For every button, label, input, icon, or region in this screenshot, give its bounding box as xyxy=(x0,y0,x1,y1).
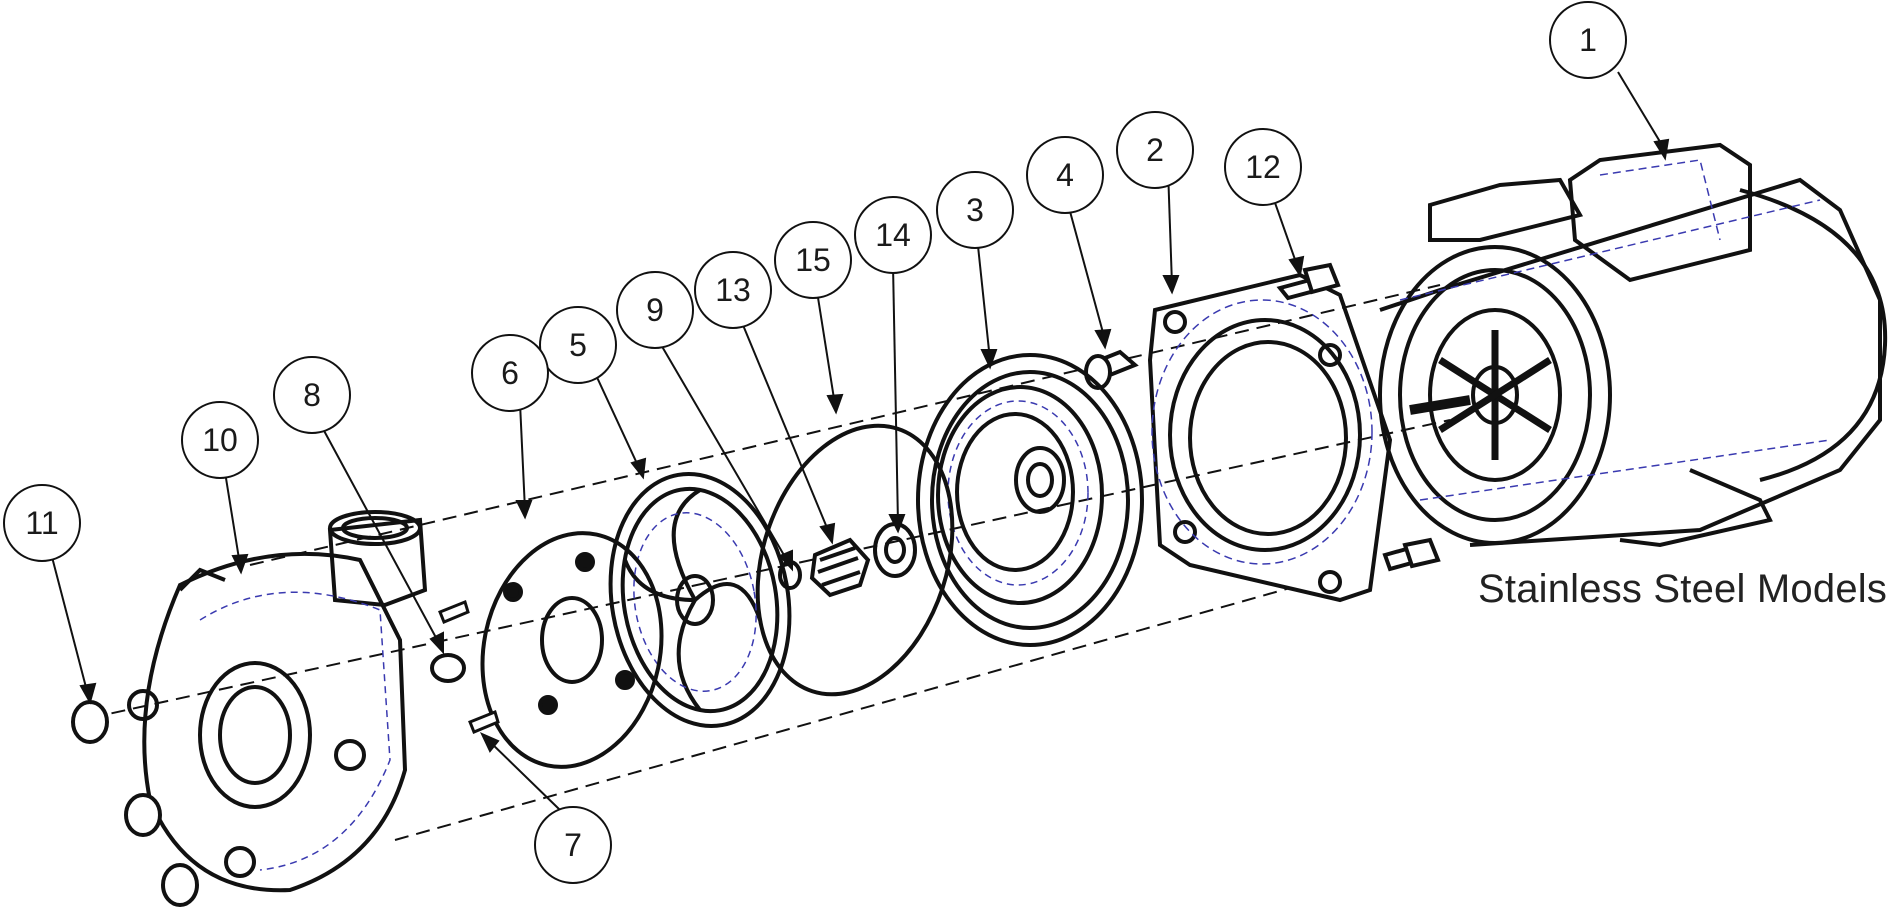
casing-nut-part xyxy=(71,700,199,907)
balloon-12: 12 xyxy=(1224,128,1302,206)
balloon-10: 10 xyxy=(181,401,259,479)
balloon-1: 1 xyxy=(1549,1,1627,79)
balloon-13: 13 xyxy=(694,251,772,329)
shaft-seal-part xyxy=(809,537,871,598)
motor-bolt-part xyxy=(1276,262,1441,572)
leader-arrows xyxy=(51,71,1670,811)
pump-casing-part xyxy=(127,510,428,893)
balloon-4: 4 xyxy=(1026,136,1104,214)
wear-plate-part xyxy=(480,531,664,769)
impeller-part xyxy=(608,471,792,729)
drain-plug-part xyxy=(430,653,466,683)
balloon-2-label: 2 xyxy=(1146,132,1164,168)
balloon-14: 14 xyxy=(854,196,932,274)
balloon-11: 11 xyxy=(3,484,81,562)
balloon-7-label: 7 xyxy=(564,827,582,863)
balloon-9-label: 9 xyxy=(646,292,664,328)
balloon-11-label: 11 xyxy=(25,505,58,541)
balloon-12-label: 12 xyxy=(1245,149,1281,185)
seal-seat-part xyxy=(873,522,917,578)
balloon-15-label: 15 xyxy=(795,242,831,278)
balloon-3: 3 xyxy=(936,171,1014,249)
balloon-15: 15 xyxy=(774,221,852,299)
balloon-14-label: 14 xyxy=(875,217,911,253)
motor-part xyxy=(1378,142,1888,548)
balloon-6-label: 6 xyxy=(501,355,519,391)
balloon-5-label: 5 xyxy=(569,327,587,363)
part-balloons: 1 2 3 4 5 6 7 8 9 10 11 12 13 14 15 xyxy=(3,1,1627,884)
bracket-part xyxy=(1147,272,1393,603)
balloon-10-label: 10 xyxy=(202,422,238,458)
balloon-4-label: 4 xyxy=(1056,157,1074,193)
balloon-5: 5 xyxy=(539,306,617,384)
balloon-13-label: 13 xyxy=(715,272,751,308)
wear-plate-screw-part xyxy=(438,599,500,734)
balloon-6: 6 xyxy=(471,334,549,412)
balloon-2: 2 xyxy=(1116,111,1194,189)
balloon-7: 7 xyxy=(534,806,612,884)
balloon-8: 8 xyxy=(273,356,351,434)
assembly-centerlines xyxy=(89,284,1451,841)
balloon-9: 9 xyxy=(616,271,694,349)
balloon-8-label: 8 xyxy=(303,377,321,413)
balloon-3-label: 3 xyxy=(966,192,984,228)
balloon-1-label: 1 xyxy=(1579,22,1597,58)
diagram-caption: Stainless Steel Models xyxy=(1478,567,1888,611)
